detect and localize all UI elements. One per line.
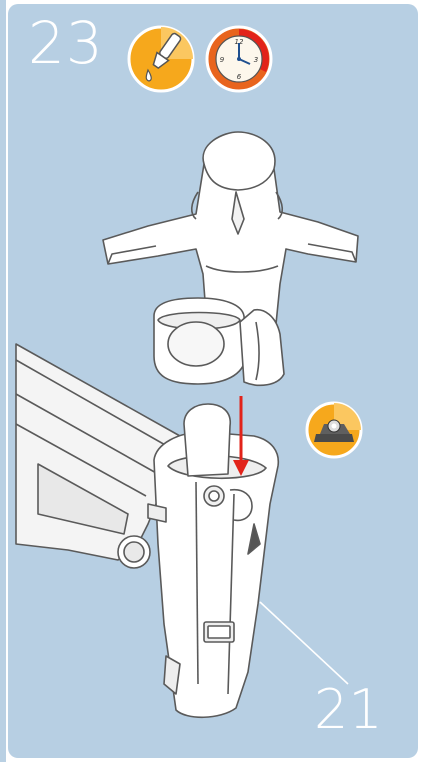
part-number-label: 21 xyxy=(314,680,383,740)
leader-line xyxy=(260,602,348,684)
assembly-illustration xyxy=(8,4,418,758)
page-edge-strip xyxy=(0,0,6,762)
tape-dispenser-icon xyxy=(304,400,364,460)
instruction-panel: 23 12 3 6 9 xyxy=(8,4,418,758)
